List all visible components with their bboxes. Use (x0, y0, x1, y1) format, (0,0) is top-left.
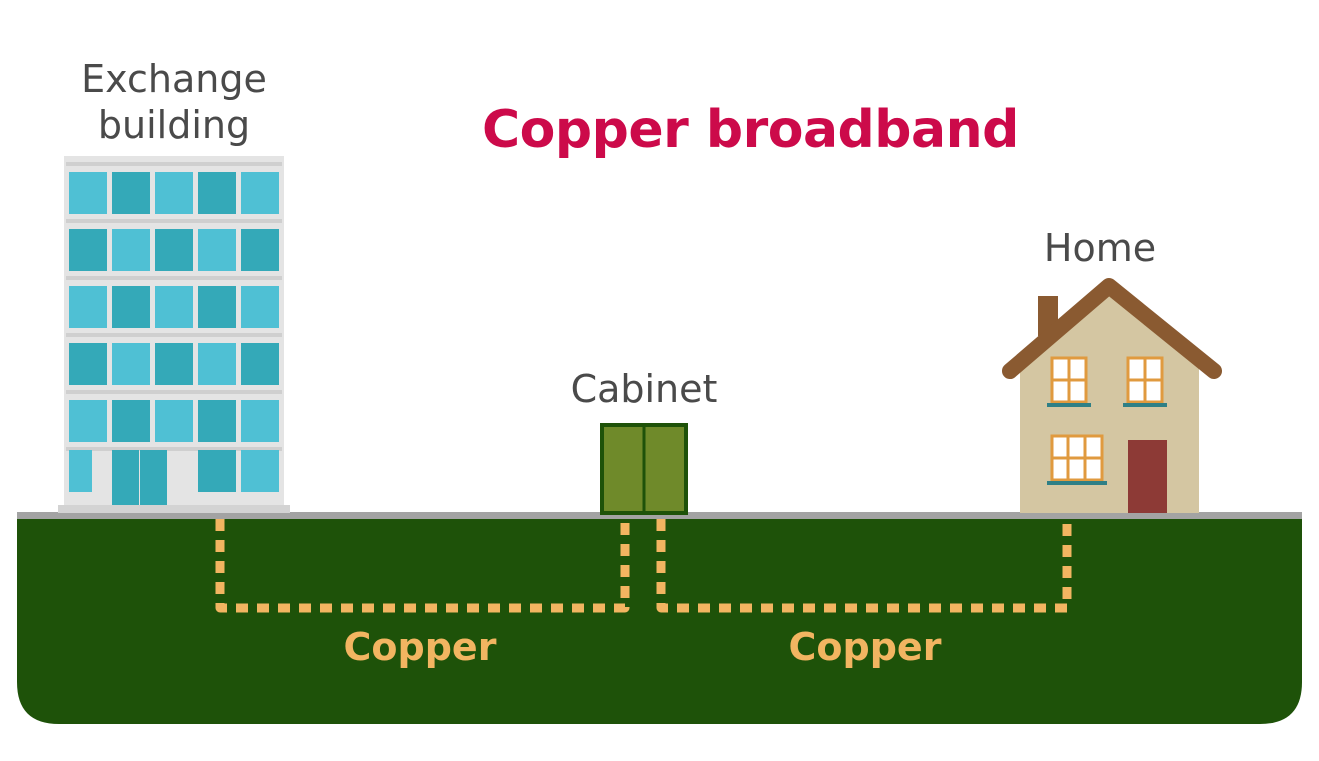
ground (17, 512, 1302, 724)
building-window (155, 172, 193, 214)
building-door (112, 450, 139, 505)
ground-fill (17, 515, 1302, 724)
building-window (112, 286, 150, 328)
building-floor-line (66, 390, 282, 394)
cabinet-label: Cabinet (570, 367, 718, 411)
diagram-title: Copper broadband (482, 100, 1019, 160)
building-window (198, 286, 236, 328)
building-window (112, 400, 150, 442)
building-floor-line (66, 276, 282, 280)
exchange-label-line1: Exchange (81, 57, 267, 101)
building-window (155, 343, 193, 385)
building-window (155, 229, 193, 271)
building-window (112, 343, 150, 385)
building-floor-line (66, 162, 282, 166)
copper-link-label-cabinet-home: Copper (788, 625, 942, 669)
building-base (58, 505, 290, 513)
exchange-label-line2: building (97, 103, 251, 147)
building-window (69, 450, 92, 492)
copper-line-exchange-to-cabinet (215, 519, 630, 613)
building-window (241, 229, 279, 271)
building-window (198, 400, 236, 442)
building-window (198, 450, 236, 492)
house-window (1123, 356, 1167, 407)
house-window (1047, 356, 1091, 407)
building-window (241, 286, 279, 328)
building-window (155, 286, 193, 328)
building-window (198, 172, 236, 214)
building-window (69, 343, 107, 385)
copper-link-label-exchange-cabinet: Copper (343, 625, 497, 669)
street-cabinet-icon (600, 423, 688, 515)
building-door (140, 450, 167, 505)
ground-surface-line (17, 512, 1302, 519)
building-window (112, 172, 150, 214)
exchange-building-icon (58, 156, 290, 513)
building-floor-line (66, 333, 282, 337)
building-window (241, 172, 279, 214)
house-window (1047, 434, 1107, 485)
building-window (69, 400, 107, 442)
building-window (112, 229, 150, 271)
house-door (1128, 440, 1167, 513)
house-roof (1002, 278, 1222, 379)
building-window (241, 450, 279, 492)
building-floor-line (66, 219, 282, 223)
building-window (155, 400, 193, 442)
copper-lines (215, 519, 1072, 613)
building-window (198, 229, 236, 271)
home-label: Home (1043, 226, 1157, 270)
building-window (69, 172, 107, 214)
building-floor-line (66, 447, 282, 451)
building-window (69, 286, 107, 328)
building-window (241, 343, 279, 385)
building-window (198, 343, 236, 385)
copper-line-cabinet-to-home (656, 519, 1072, 613)
building-window (69, 229, 107, 271)
house-icon (1002, 278, 1222, 513)
building-window (241, 400, 279, 442)
exchange-building-label: Exchange building (60, 56, 288, 148)
